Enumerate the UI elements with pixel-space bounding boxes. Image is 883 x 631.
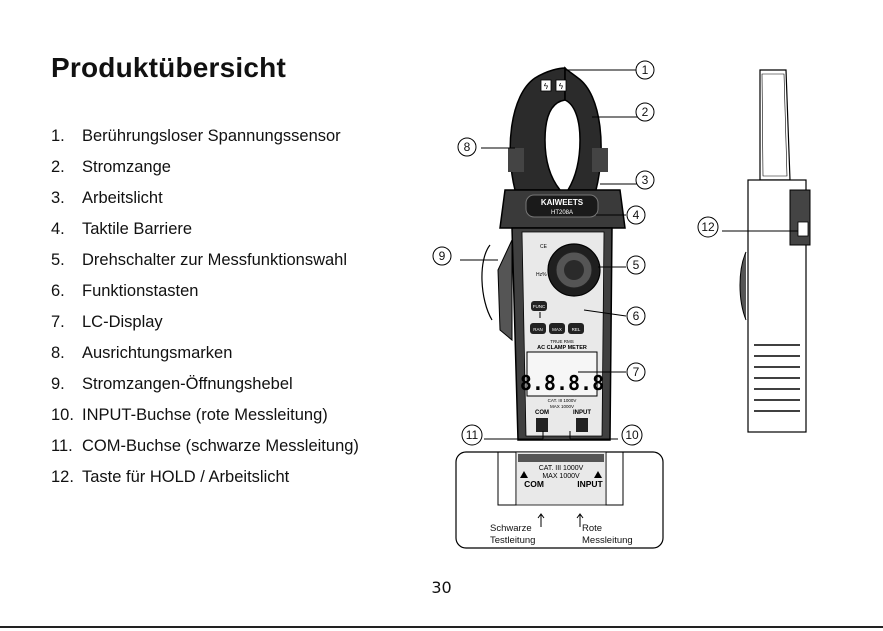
svg-text:ϟ: ϟ — [544, 82, 549, 91]
svg-text:7: 7 — [633, 365, 640, 379]
item-label: Arbeitslicht — [82, 189, 163, 207]
item-label: INPUT-Buchse (rote Messleitung) — [82, 406, 328, 424]
item-number: 9. — [51, 375, 65, 393]
callout-2: 2 — [635, 102, 655, 122]
item-number: 2. — [51, 158, 65, 176]
svg-text:12: 12 — [701, 220, 715, 234]
item-number: 4. — [51, 220, 65, 238]
list-item: 9. Stromzangen-Öffnungshebel — [51, 375, 359, 406]
callout-4: 4 — [626, 205, 646, 225]
svg-text:11: 11 — [466, 428, 479, 442]
list-item: 10. INPUT-Buchse (rote Messleitung) — [51, 406, 359, 437]
page-number: 30 — [431, 578, 452, 597]
ran-button-label: RAN — [533, 327, 543, 332]
svg-text:10: 10 — [625, 428, 639, 442]
callout-10: 10 — [621, 424, 643, 446]
item-label: Berührungsloser Spannungssensor — [82, 127, 341, 145]
svg-text:Hz%: Hz% — [536, 272, 547, 278]
list-item: 6. Funktionstasten — [51, 282, 359, 313]
list-item: 12. Taste für HOLD / Arbeitslicht — [51, 468, 359, 499]
item-number: 12. — [51, 468, 74, 486]
list-item: 1. Berührungsloser Spannungssensor — [51, 127, 359, 158]
device-header: TRUE RMS — [550, 339, 574, 344]
device-max-rating: MAX 1000V — [550, 404, 574, 409]
callout-circles: 1 2 3 4 5 6 7 8 9 10 11 12 — [432, 60, 719, 446]
inset-left-caption-1: Schwarze — [490, 523, 532, 534]
item-number: 6. — [51, 282, 65, 300]
callout-leaders — [460, 69, 798, 440]
list-item: 5. Drehschalter zur Messfunktionswahl — [51, 251, 359, 282]
item-label: Stromzange — [82, 158, 171, 176]
item-number: 1. — [51, 127, 65, 145]
callout-7: 7 — [626, 362, 646, 382]
func-button-label: FUNC — [533, 304, 546, 309]
device-input-label: INPUT — [573, 410, 591, 416]
inset-cat-rating: CAT. III 1000V — [539, 465, 584, 472]
svg-text:3: 3 — [642, 173, 649, 187]
item-label: Taste für HOLD / Arbeitslicht — [82, 468, 290, 486]
item-label: Ausrichtungsmarken — [82, 344, 233, 362]
svg-text:2: 2 — [642, 105, 649, 119]
rel-button-label: REL — [572, 327, 581, 332]
inset-max-rating: MAX 1000V — [542, 473, 580, 480]
item-label: COM-Buchse (schwarze Messleitung) — [82, 437, 359, 455]
item-number: 10. — [51, 406, 74, 424]
svg-text:ϟ: ϟ — [559, 82, 564, 91]
svg-text:5: 5 — [633, 258, 640, 272]
svg-text:4: 4 — [633, 208, 640, 222]
feature-list: 1. Berührungsloser Spannungssensor 2. Stro… — [51, 127, 359, 499]
svg-text:CE: CE — [540, 244, 548, 250]
list-item: 3. Arbeitslicht — [51, 189, 359, 220]
list-item: 8. Ausrichtungsmarken — [51, 344, 359, 375]
inset-input-label: INPUT — [577, 479, 603, 489]
list-item: 4. Taktile Barriere — [51, 220, 359, 251]
callout-1: 1 — [635, 60, 655, 80]
clamp-meter-side — [739, 69, 811, 433]
item-label: Drehschalter zur Messfunktionswahl — [82, 251, 348, 269]
callout-9: 9 — [432, 246, 452, 266]
callout-11: 11 — [461, 424, 483, 446]
item-number: 11. — [51, 437, 73, 455]
item-number: 8. — [51, 344, 65, 362]
device-model: HT208A — [551, 210, 573, 216]
callout-12: 12 — [697, 216, 719, 238]
jack-inset: CAT. III 1000V MAX 1000V COM INPUT Schwa… — [455, 451, 664, 549]
svg-text:8: 8 — [464, 140, 471, 154]
device-subheader: AC CLAMP METER — [537, 345, 587, 351]
inset-right-caption-2: Messleitung — [582, 535, 633, 546]
lcd-digits: 8.8.8.8 — [520, 371, 604, 395]
item-label: Taktile Barriere — [82, 220, 193, 238]
callout-5: 5 — [626, 255, 646, 275]
bottom-rule — [0, 626, 883, 628]
svg-text:6: 6 — [633, 309, 640, 323]
item-number: 5. — [51, 251, 65, 269]
svg-text:1: 1 — [642, 63, 649, 77]
svg-text:9: 9 — [439, 249, 446, 263]
device-brand: KAIWEETS — [541, 198, 584, 207]
list-item: 11. COM-Buchse (schwarze Messleitung) — [51, 437, 359, 468]
max-button-label: MAX — [552, 327, 562, 332]
page-title: Produktübersicht — [51, 52, 287, 83]
item-number: 3. — [51, 189, 65, 207]
item-label: Stromzangen-Öffnungshebel — [82, 375, 293, 393]
list-item: 7. LC-Display — [51, 313, 359, 344]
callout-6: 6 — [626, 306, 646, 326]
device-com-label: COM — [535, 410, 549, 416]
item-label: LC-Display — [82, 313, 163, 331]
item-number: 7. — [51, 313, 65, 331]
callout-8: 8 — [457, 137, 477, 157]
list-item: 2. Stromzange — [51, 158, 359, 189]
inset-com-label: COM — [524, 479, 544, 489]
inset-left-caption-2: Testleitung — [490, 535, 535, 546]
inset-right-caption-1: Rote — [582, 523, 602, 534]
device-cat-rating: CAT. III 1000V — [548, 398, 577, 403]
item-label: Funktionstasten — [82, 282, 199, 300]
clamp-meter-front: ϟ ϟ KAIWEETS HT208A CE Hz% FUNC RAN MAX … — [481, 66, 626, 441]
callout-3: 3 — [635, 170, 655, 190]
